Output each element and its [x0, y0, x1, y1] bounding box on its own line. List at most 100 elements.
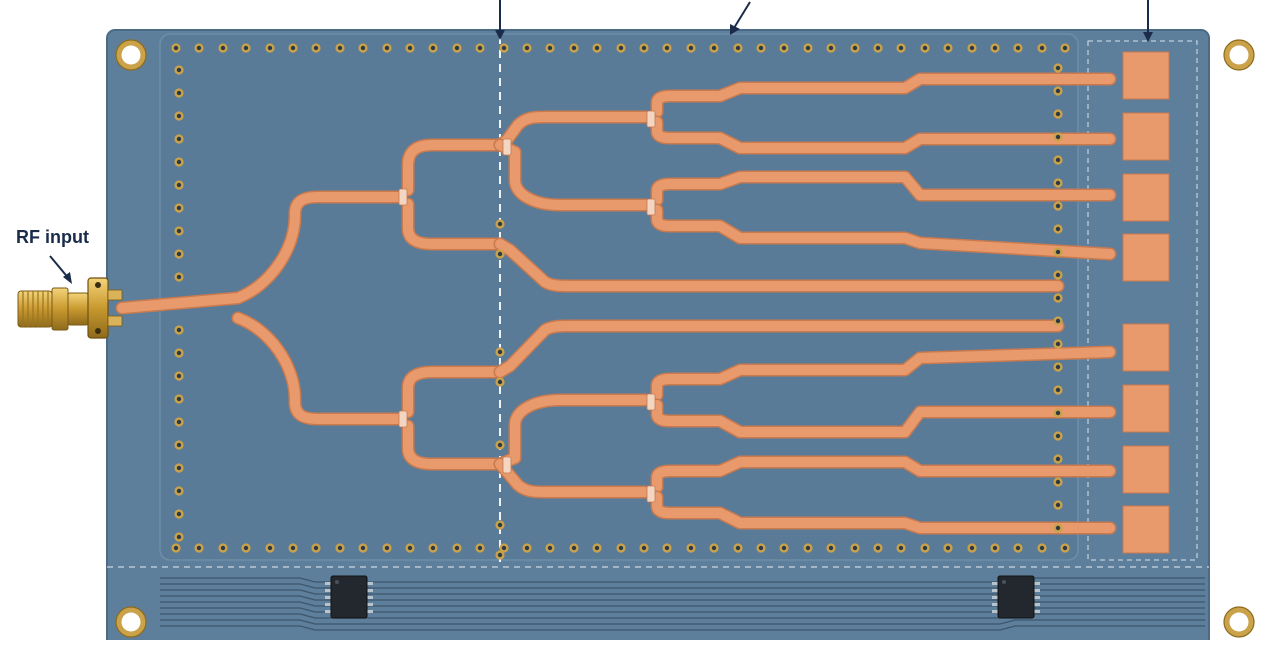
via-bottom-30-hole: [875, 545, 881, 551]
via-left-17-hole: [176, 488, 182, 494]
via-right-3-hole: [1055, 134, 1061, 140]
mounting-hole-2-drill: [1229, 45, 1249, 65]
via-top-13-hole: [477, 45, 483, 51]
via-right-16-hole: [1055, 433, 1061, 439]
via-top-7-hole: [337, 45, 343, 51]
via-right-18-hole: [1055, 479, 1061, 485]
via-bottom-7-hole: [337, 545, 343, 551]
via-bottom-35-hole: [992, 545, 998, 551]
via-top-20-hole: [641, 45, 647, 51]
via-top-26-hole: [781, 45, 787, 51]
via-top-14-hole: [501, 45, 507, 51]
bus-line-5: [160, 607, 1205, 613]
output-pad-8: [1122, 505, 1170, 554]
via-left-8-hole: [176, 251, 182, 257]
trace-5: [403, 421, 505, 469]
via-top-24-hole: [735, 45, 741, 51]
via-split-2-hole: [497, 349, 503, 355]
via-bottom-10-hole: [407, 545, 413, 551]
trace-4: [403, 367, 505, 417]
via-top-37-hole: [1039, 45, 1045, 51]
ic-pin: [992, 610, 998, 613]
via-left-9-hole: [176, 274, 182, 280]
via-bottom-18-hole: [594, 545, 600, 551]
trace-8: [495, 239, 1063, 291]
mounting-hole-3-drill: [121, 612, 141, 632]
via-bottom-38-hole: [1062, 545, 1068, 551]
trace-0: [117, 192, 403, 313]
via-top-21-hole: [664, 45, 670, 51]
via-right-12-hole: [1055, 341, 1061, 347]
rf-input-label: RF input: [16, 227, 89, 247]
via-top-8-hole: [360, 45, 366, 51]
output-pad-1: [1122, 51, 1170, 100]
via-left-5-hole: [176, 182, 182, 188]
ic-pin: [367, 589, 373, 592]
via-bottom-17-hole: [571, 545, 577, 551]
via-top-22-hole: [688, 45, 694, 51]
annotation-arrows: [49, 0, 1153, 284]
ic-pin: [367, 596, 373, 599]
shield-arrow: [733, 1, 751, 29]
via-left-4-hole: [176, 159, 182, 165]
via-top-9-hole: [384, 45, 390, 51]
split-line-arrowhead: [495, 30, 505, 40]
via-right-17-hole: [1055, 456, 1061, 462]
ic-pin: [367, 610, 373, 613]
via-split-1-hole: [497, 251, 503, 257]
via-bottom-11-hole: [430, 545, 436, 551]
via-bottom-19-hole: [618, 545, 624, 551]
via-bottom-29-hole: [852, 545, 858, 551]
via-bottom-8-hole: [360, 545, 366, 551]
trace-16: [652, 347, 1115, 400]
via-right-2-hole: [1055, 111, 1061, 117]
via-bottom-24-hole: [735, 545, 741, 551]
trace-6: [495, 112, 650, 150]
control-bus: [160, 577, 1205, 631]
via-right-5-hole: [1055, 180, 1061, 186]
via-right-13-hole: [1055, 364, 1061, 370]
sma-connector: [17, 277, 123, 339]
via-top-2-hole: [220, 45, 226, 51]
via-left-16-hole: [176, 465, 182, 471]
via-bottom-9-hole: [384, 545, 390, 551]
bus-line-3: [160, 595, 1205, 601]
via-right-14-hole: [1055, 387, 1061, 393]
splitter-resistor-7: [502, 456, 512, 474]
via-bottom-25-hole: [758, 545, 764, 551]
splitter-resistor-0: [398, 188, 408, 206]
via-left-11-hole: [176, 350, 182, 356]
trace-10: [495, 395, 650, 469]
ic-pin: [992, 596, 998, 599]
pad-region-arrowhead: [1143, 32, 1153, 42]
ic-pin: [367, 582, 373, 585]
via-right-6-hole: [1055, 203, 1061, 209]
via-bottom-0-hole: [173, 545, 179, 551]
via-left-7-hole: [176, 228, 182, 234]
via-bottom-15-hole: [524, 545, 530, 551]
via-split-6-hole: [497, 552, 503, 558]
mounting-hole-4-drill: [1229, 612, 1249, 632]
via-top-5-hole: [290, 45, 296, 51]
ic-pin: [325, 610, 331, 613]
via-bottom-1-hole: [196, 545, 202, 551]
via-top-17-hole: [571, 45, 577, 51]
via-top-23-hole: [711, 45, 717, 51]
via-top-38-hole: [1062, 45, 1068, 51]
ic-pin1-marker: [1002, 580, 1006, 584]
splitter-resistor-2: [646, 110, 656, 128]
trace-3: [403, 199, 505, 249]
via-bottom-12-hole: [454, 545, 460, 551]
via-bottom-16-hole: [547, 545, 553, 551]
via-left-12-hole: [176, 373, 182, 379]
via-split-5-hole: [497, 522, 503, 528]
mounting-holes: [115, 39, 1255, 638]
via-split-4-hole: [497, 442, 503, 448]
rf-input-arrowhead: [63, 272, 72, 284]
via-top-34-hole: [969, 45, 975, 51]
via-bottom-13-hole: [477, 545, 483, 551]
ic-pin: [325, 603, 331, 606]
output-pad-2: [1122, 112, 1170, 161]
